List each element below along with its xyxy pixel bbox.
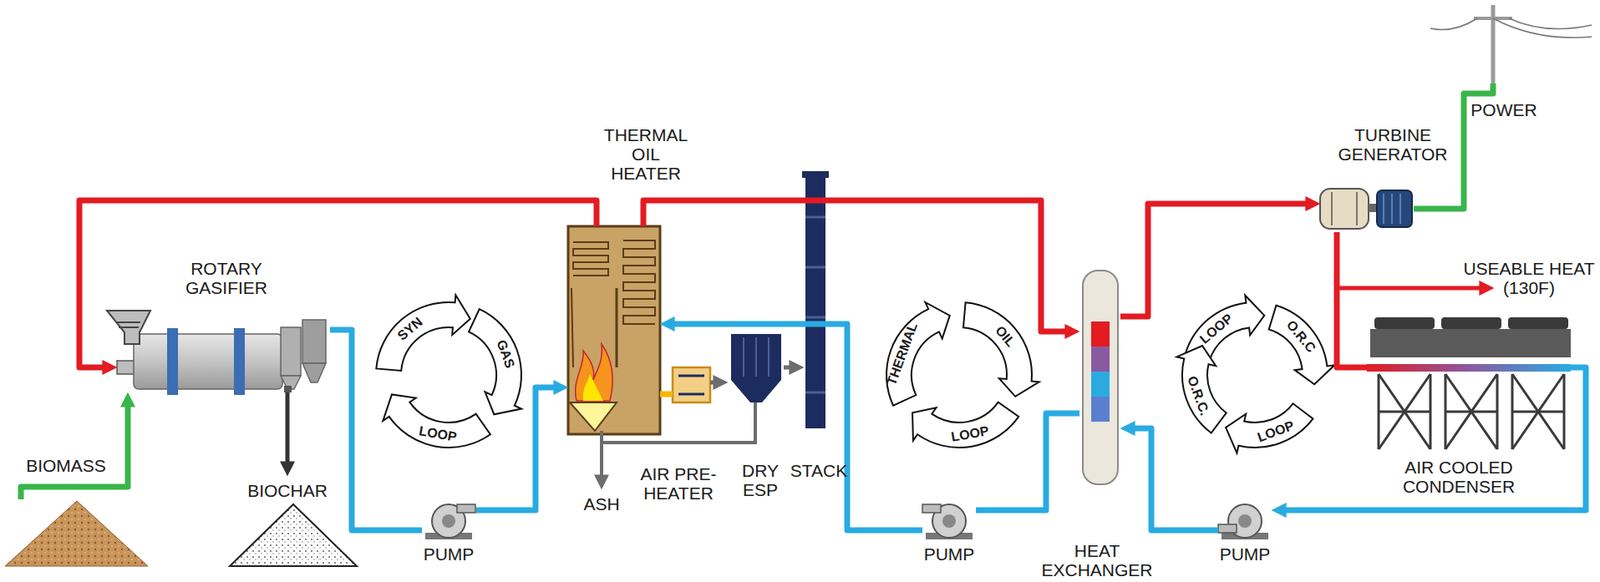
- equipment-label: AIR PRE-HEATER: [624, 464, 733, 503]
- equipment-label: AIR COOLED CONDENSER: [1383, 457, 1534, 497]
- loop-arrow: [375, 294, 470, 371]
- equipment-label: PUMP: [1211, 544, 1279, 564]
- pipe-connector: [330, 330, 422, 531]
- loop-label: OIL: [992, 323, 1019, 351]
- pipe-connector: [476, 387, 557, 511]
- pipe-connector: [783, 365, 793, 371]
- pump: PUMP: [1218, 501, 1272, 544]
- turbine-generator: [1320, 188, 1413, 229]
- condenser: AIR COOLED CONDENSER: [1366, 317, 1571, 450]
- air-cooled-condenser: [1366, 317, 1571, 450]
- loop-label: SYN: [394, 314, 426, 344]
- air-preheater: AIR PRE-HEATER: [672, 367, 711, 403]
- equipment-label: BIOMASS: [11, 456, 121, 476]
- heat-exchanger: HEAT EXCHANGER: [1079, 270, 1121, 485]
- pipe-connector: [1132, 428, 1219, 531]
- turbine-generator: TURBINE GENERATOR: [1320, 185, 1414, 233]
- pipe-connector: [20, 404, 128, 500]
- loop-arrow: [1269, 305, 1336, 385]
- loop-label: THERMAL: [883, 321, 921, 389]
- loop-label: LOOP: [1254, 417, 1296, 445]
- pump: PUMP: [922, 501, 976, 544]
- loop-arrow: [912, 402, 1019, 448]
- loop-arrows: [375, 294, 1335, 453]
- stack: [802, 171, 829, 429]
- loop-label: O.R.C.: [1184, 374, 1214, 418]
- truss-member: [1378, 411, 1431, 414]
- equipment-label: PUMP: [415, 544, 483, 564]
- pipe-connector: [285, 392, 290, 465]
- loop-label: O.R.C: [1283, 317, 1319, 356]
- power-line: POWER: [1478, 5, 1509, 84]
- heat-exchanger: [1082, 270, 1118, 485]
- equipment-label: DRY ESP: [735, 461, 786, 500]
- equipment-label: THERMAL OIL HEATER: [595, 125, 696, 183]
- esp: DRY ESP: [727, 331, 784, 403]
- equipment-label: PUMP: [915, 544, 983, 564]
- loop-label: LOOP: [949, 423, 991, 446]
- equipment-label: POWER: [1466, 100, 1542, 120]
- equipment-label: ROTARY GASIFIER: [163, 259, 290, 298]
- loop-label: LOOP: [418, 423, 459, 446]
- useable-heat-arrow: [1336, 288, 1483, 290]
- equipment-label: BIOCHAR: [237, 481, 338, 501]
- pipe-connector: [79, 200, 597, 368]
- heater: THERMAL OIL HEATER: [568, 226, 661, 435]
- truss-member: [1445, 411, 1498, 414]
- stack: STACK: [803, 171, 828, 429]
- note-label: USEABLE HEAT (130F): [1453, 259, 1600, 298]
- loop-label: GAS: [492, 338, 518, 371]
- biochar-pile: [229, 504, 357, 567]
- biochar-pile: BIOCHAR: [229, 476, 357, 567]
- thermal-oil-heater: [568, 226, 661, 435]
- pipe-connector: [710, 380, 717, 386]
- loop-arrow: [468, 309, 522, 415]
- pipe-connector: [643, 200, 1068, 332]
- truss-member: [1378, 374, 1431, 450]
- equipment-label: STACK: [789, 461, 849, 481]
- loop-arrow: [963, 302, 1040, 397]
- air-pre-heater: [672, 367, 711, 403]
- truss-member: [1512, 411, 1565, 414]
- truss-member: [1445, 374, 1498, 450]
- loop-arrow: [1176, 345, 1226, 433]
- biomass-pile: [5, 501, 148, 567]
- truss-member: [1512, 374, 1565, 450]
- rotary-gasifier: [106, 310, 326, 396]
- pipe-connector: [660, 391, 673, 398]
- loop-arrow: [1225, 403, 1313, 453]
- pipe-connector: [975, 413, 1080, 511]
- pipe-connector: [1336, 232, 1367, 368]
- loop-arrow: [382, 394, 491, 448]
- note-label: ASH: [576, 494, 627, 514]
- gasifier: ROTARY GASIFIER: [116, 313, 331, 393]
- biomass-pile: BIOMASS: [5, 499, 148, 567]
- truss-member: [1512, 374, 1565, 450]
- pipe-connector: [1120, 203, 1309, 317]
- equipment-label: TURBINE GENERATOR: [1334, 125, 1452, 164]
- equipment-label: HEAT EXCHANGER: [1026, 541, 1169, 580]
- truss-member: [1445, 374, 1498, 450]
- pipe-connector: [1283, 367, 1586, 511]
- dry-esp: [731, 334, 782, 403]
- pump: PUMP: [421, 501, 477, 544]
- power-pole: [1430, 5, 1592, 84]
- truss-member: [1378, 374, 1431, 450]
- loop-label: LOOP: [1197, 310, 1236, 347]
